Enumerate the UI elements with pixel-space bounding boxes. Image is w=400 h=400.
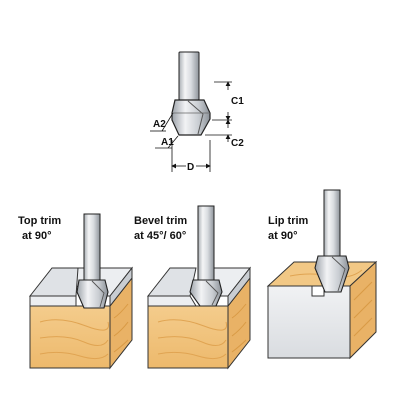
laminate-2-top: [147, 295, 197, 307]
bit-2-shank: [197, 205, 215, 281]
dim-a2-label: A2: [153, 119, 166, 130]
panel-bevel-trim-title: Bevel trim: [134, 215, 187, 227]
panel-lip-trim-title: Lip trim: [268, 215, 309, 227]
panel-top-trim-subtitle: at 90°: [22, 230, 51, 242]
panel-lip-trim-subtitle: at 90°: [268, 230, 297, 242]
dim-d-label: D: [187, 162, 194, 173]
laminate-3-front: [267, 285, 351, 359]
panel-top-trim: Top trim at 90°: [18, 213, 134, 370]
panel-top-trim-title: Top trim: [18, 215, 61, 227]
dim-c1-label: C1: [231, 96, 244, 107]
bit-shank: [178, 51, 200, 101]
bit-3-shank: [323, 189, 341, 257]
panel-bevel-trim: Bevel trim at 45°/ 60°: [134, 205, 252, 370]
bit-1-cutter: [76, 279, 109, 309]
bit-2-cutter: [189, 279, 223, 307]
bit-cutter: [171, 99, 211, 136]
dim-a1-label: A1: [161, 137, 174, 148]
dim-c2-label: C2: [231, 138, 244, 149]
panel-bevel-trim-subtitle: at 45°/ 60°: [134, 230, 186, 242]
bit-dimension-drawing: C1 C2 A2 A1 D: [150, 51, 244, 173]
panel-lip-trim: Lip trim at 90°: [266, 189, 378, 360]
bit-1-shank: [83, 213, 101, 281]
bit-cutting-edge: [187, 100, 204, 135]
